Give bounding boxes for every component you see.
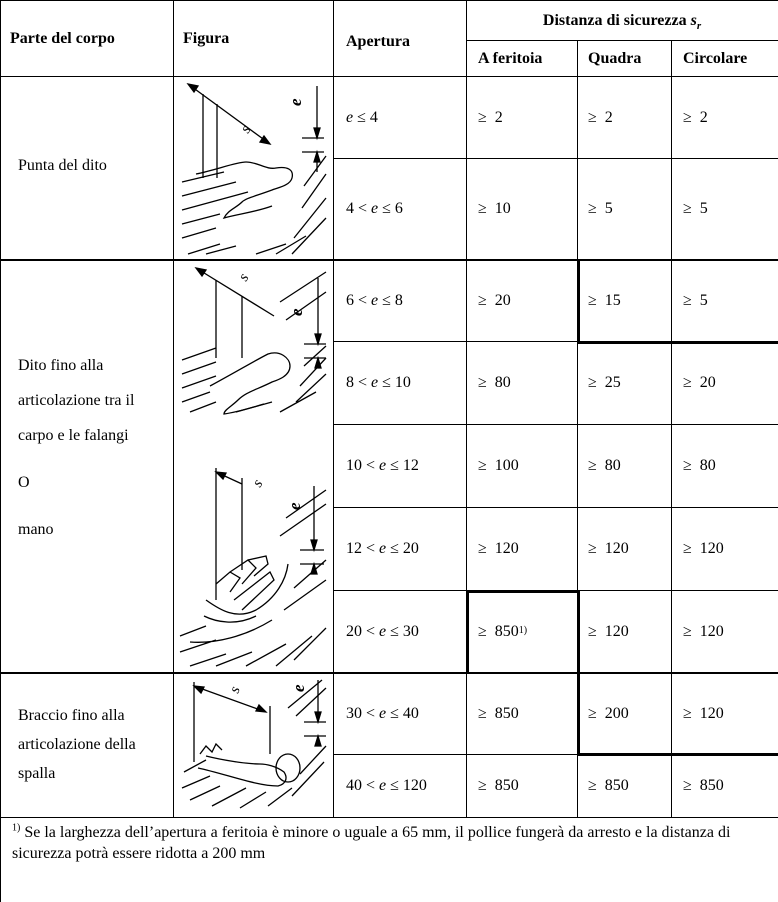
slot-distance-cell: ≥ 80: [478, 374, 511, 391]
group-line: [0, 672, 778, 674]
circle-distance-cell: ≥ 120: [683, 622, 724, 640]
row-line: [333, 507, 778, 508]
boundary-line: [577, 341, 778, 344]
header-safety-distance: Distanza di sicurezza sr: [542, 12, 702, 33]
opening-cell: 30 < e ≤ 40: [346, 705, 419, 722]
boundary-line: [466, 590, 580, 593]
table-border-left: [0, 0, 1, 902]
square-distance-cell: ≥ 200: [588, 705, 629, 722]
circle-distance-cell: ≥ 5: [683, 200, 708, 217]
square-distance-cell: ≥ 80: [588, 457, 621, 474]
slot-distance-cell: ≥ 850: [478, 705, 519, 722]
opening-cell: 20 < e ≤ 30: [346, 622, 419, 640]
header-bottom-line: [0, 76, 778, 77]
opening-cell: 10 < e ≤ 12: [346, 457, 419, 474]
row-line: [333, 341, 778, 342]
circle-distance-cell: ≥ 850: [683, 777, 724, 794]
footnote: 1) Se la larghezza dell’apertura a ferit…: [12, 822, 731, 862]
opening-cell: e ≤ 4: [346, 108, 378, 126]
boundary-line: [577, 753, 778, 756]
square-distance-cell: ≥ 25: [588, 374, 621, 391]
body-part-finger: Dito fino alla articolazione tra il carp…: [18, 357, 135, 538]
body-part-arm: Braccio fino alla articolazione della sp…: [18, 707, 136, 782]
col-line: [577, 40, 578, 817]
col-line: [333, 0, 334, 817]
header-slot: A feritoia: [478, 49, 543, 67]
opening-cell: 12 < e ≤ 20: [346, 540, 419, 557]
square-distance-cell: ≥ 5: [588, 200, 613, 217]
row-line: [333, 754, 778, 755]
opening-cell: 4 < e ≤ 6: [346, 200, 403, 217]
header-body-part: Parte del corpo: [10, 29, 115, 47]
square-distance-cell: ≥ 120: [588, 540, 629, 557]
col-line: [466, 0, 467, 817]
opening-cell: 6 < e ≤ 8: [346, 292, 403, 309]
square-distance-cell: ≥ 850: [588, 777, 629, 794]
circle-distance-cell: ≥ 5: [683, 292, 708, 309]
slot-distance-cell: ≥ 120: [478, 540, 519, 557]
slot-distance-cell: ≥ 2: [478, 108, 503, 126]
svg-text:s: s: [238, 123, 255, 136]
header-opening: Apertura: [346, 32, 410, 50]
svg-text:e: e: [287, 308, 306, 316]
svg-text:e: e: [289, 684, 308, 692]
fingertip-figure: s e: [181, 83, 327, 255]
square-distance-cell: ≥ 15: [588, 292, 621, 309]
group-line: [0, 259, 778, 261]
hand-figure: s e: [179, 468, 327, 667]
circle-distance-cell: ≥ 120: [683, 705, 724, 722]
row-line: [333, 424, 778, 425]
finger-figure: s e: [181, 267, 327, 415]
boundary-line: [466, 590, 469, 674]
header-figure: Figura: [183, 29, 230, 47]
svg-text:s: s: [236, 271, 253, 284]
table-bottom-line: [0, 817, 778, 818]
header-square: Quadra: [588, 49, 642, 67]
arm-figure: s e: [181, 679, 327, 809]
circle-distance-cell: ≥ 20: [683, 374, 716, 391]
slot-distance-cell: ≥ 10: [478, 200, 511, 217]
svg-text:e: e: [286, 98, 305, 106]
slot-distance-cell: ≥ 850: [478, 777, 519, 794]
body-part-fingertip: Punta del dito: [18, 157, 107, 174]
header-split-line: [466, 40, 778, 41]
square-distance-cell: ≥ 120: [588, 622, 629, 640]
table-border-top: [0, 0, 778, 1]
col-line: [671, 40, 672, 817]
header-circle: Circolare: [683, 49, 748, 67]
col-line: [173, 0, 174, 817]
circle-distance-cell: ≥ 120: [683, 540, 724, 557]
slot-distance-cell: ≥ 100: [478, 457, 519, 474]
circle-distance-cell: ≥ 80: [683, 457, 716, 474]
circle-distance-cell: ≥ 2: [683, 108, 708, 126]
svg-text:s: s: [250, 477, 267, 490]
svg-text:s: s: [227, 684, 244, 695]
svg-text:e: e: [285, 502, 304, 510]
square-distance-cell: ≥ 2: [588, 108, 613, 126]
opening-cell: 40 < e ≤ 120: [346, 777, 427, 794]
opening-cell: 8 < e ≤ 10: [346, 374, 411, 391]
boundary-line: [577, 590, 580, 756]
boundary-line: [577, 259, 580, 343]
row-line: [333, 158, 778, 159]
slot-distance-cell: ≥ 20: [478, 292, 511, 309]
